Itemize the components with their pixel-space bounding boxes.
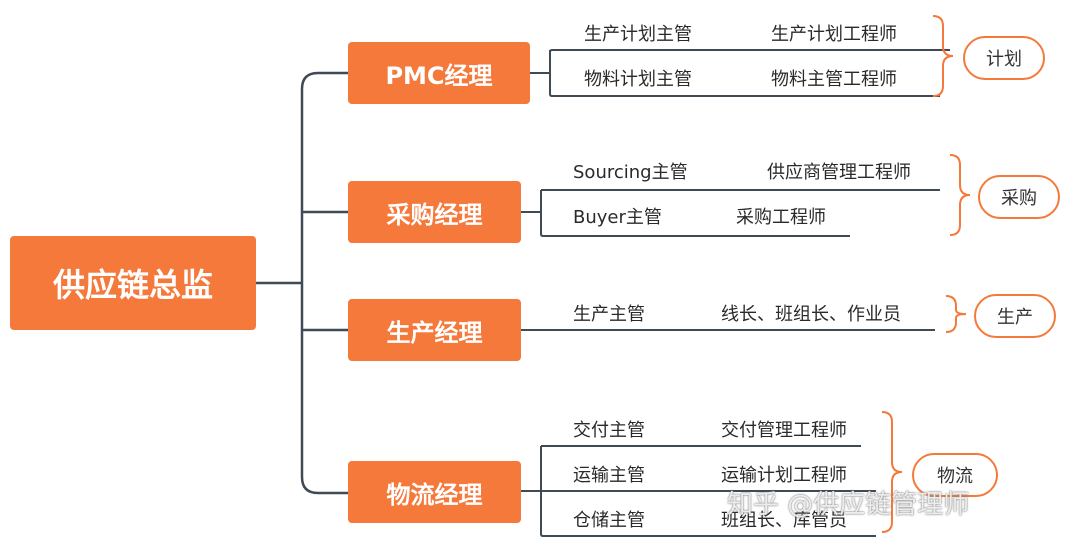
root-node-box: 供应链总监: [10, 236, 256, 330]
engineer-label: 交付管理工程师: [721, 420, 847, 441]
supervisor-label: Buyer主管: [573, 207, 662, 228]
group-label: 计划: [986, 49, 1022, 70]
watermark: 知乎 @供应链管理师: [727, 490, 970, 520]
engineer-label: 班组长、库管员: [721, 510, 847, 531]
manager-node-pmc: PMC经理: [348, 42, 530, 104]
manager-label: 生产经理: [386, 318, 483, 347]
group-oval-logistics: 物流: [912, 453, 998, 497]
manager-node-logistics: 物流经理: [348, 461, 521, 523]
engineer-label: 供应商管理工程师: [767, 162, 911, 183]
manager-node-purchasing: 采购经理: [348, 181, 521, 243]
manager-label: 采购经理: [386, 200, 483, 229]
group-oval-plan: 计划: [963, 36, 1045, 80]
manager-label: PMC经理: [385, 61, 493, 90]
engineer-label: 运输计划工程师: [721, 465, 847, 486]
engineer-label: 采购工程师: [736, 207, 826, 228]
group-oval-purchasing: 采购: [978, 175, 1060, 219]
engineer-label: 生产计划工程师: [771, 24, 897, 45]
manager-node-production: 生产经理: [348, 299, 521, 361]
group-label: 物流: [937, 466, 973, 487]
supervisor-label: 物料计划主管: [584, 69, 692, 90]
supervisor-label: 生产计划主管: [584, 24, 692, 45]
supervisor-label: 交付主管: [573, 420, 645, 441]
manager-label: 物流经理: [386, 480, 483, 509]
supervisor-label: 仓储主管: [573, 510, 645, 531]
root-node-label: 供应链总监: [52, 266, 213, 304]
supervisor-label: Sourcing主管: [573, 162, 688, 183]
group-label: 生产: [997, 307, 1033, 328]
engineer-label: 物料主管工程师: [771, 69, 897, 90]
supervisor-label: 生产主管: [573, 304, 645, 325]
engineer-label: 线长、班组长、作业员: [721, 304, 901, 325]
supervisor-label: 运输主管: [573, 465, 645, 486]
group-label: 采购: [1001, 188, 1037, 209]
group-oval-production: 生产: [974, 294, 1056, 338]
